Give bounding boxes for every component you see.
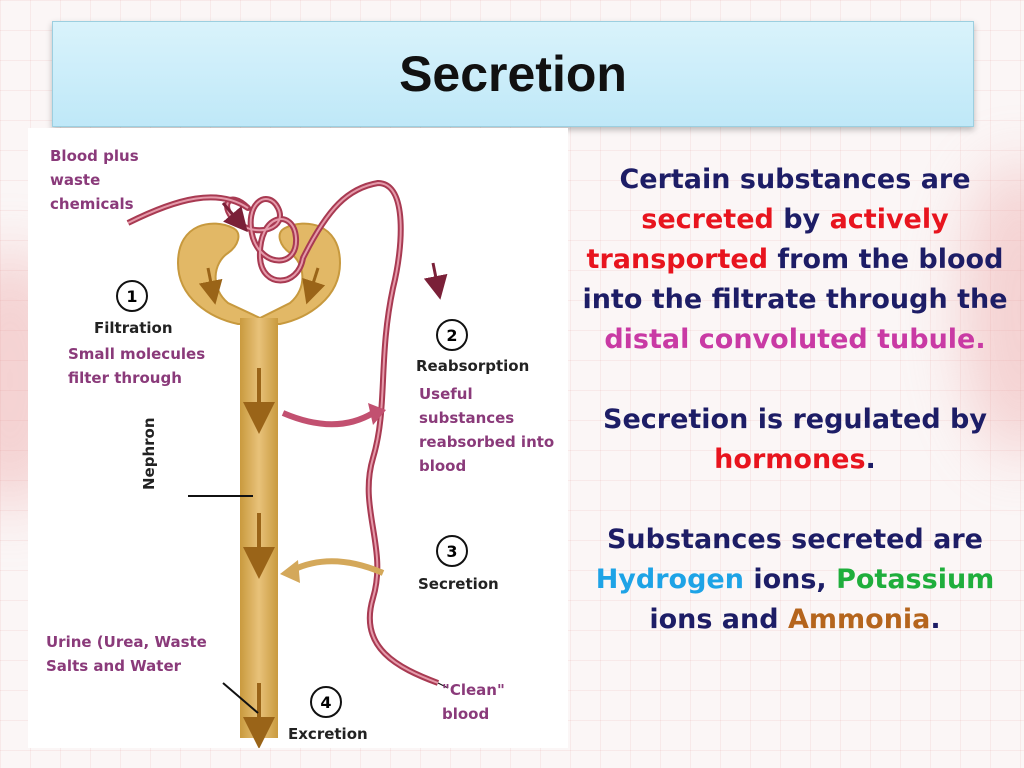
text-panel: Certain substances are secreted by activ… xyxy=(572,160,1018,680)
text-run: . xyxy=(865,444,876,475)
reabsorption-label: Reabsorption xyxy=(416,357,530,375)
highlight-hormones: hormones xyxy=(714,444,866,475)
excretion-label: Excretion xyxy=(288,725,368,743)
step2-circle: 2 xyxy=(436,319,468,351)
text-run: from the blood into the filtrate through… xyxy=(582,244,1008,315)
nephron-illustration xyxy=(126,179,449,748)
clean-blood-leader xyxy=(437,682,449,689)
highlight-distal-tubule: distal convoluted tubule. xyxy=(604,324,986,355)
paragraph-3: Substances secreted are Hydrogen ions, P… xyxy=(572,520,1018,640)
step3-circle: 3 xyxy=(436,535,468,567)
reabsorption-desc-line: Useful xyxy=(419,385,473,403)
blood-plus-waste-label: Blood plus waste chemicals xyxy=(50,144,139,216)
title-box: Secretion xyxy=(52,21,974,127)
urine-leader xyxy=(222,682,259,714)
text-run: Substances secreted are xyxy=(606,524,983,555)
reabsorption-desc-line: substances xyxy=(419,409,515,427)
paragraph-2: Secretion is regulated by hormones. xyxy=(572,400,1018,480)
filtration-arrow xyxy=(198,267,223,305)
clean-blood-label: "Clean" blood xyxy=(442,678,505,726)
filtration-label: Filtration xyxy=(94,319,173,337)
vessel-arrow xyxy=(423,262,448,300)
reabsorption-desc-line: reabsorbed into xyxy=(419,433,555,451)
filtration-arrow xyxy=(302,267,326,305)
secretion-label: Secretion xyxy=(418,575,499,593)
highlight-actively-transported: actively transported xyxy=(586,204,949,275)
reabsorption-arrow xyxy=(281,410,375,428)
reabsorption-desc-line: blood xyxy=(419,457,467,475)
nephron-diagram: Blood plus waste chemicals 1 Filtration … xyxy=(28,128,568,748)
highlight-potassium: Potassium xyxy=(836,564,995,595)
highlight-ammonia: Ammonia xyxy=(787,604,931,635)
blood-plus-waste-line: chemicals xyxy=(50,195,134,213)
text-run: Certain substances are xyxy=(619,164,971,195)
step4-circle: 4 xyxy=(310,686,342,718)
highlight-secreted: secreted xyxy=(641,204,774,235)
blood-plus-waste-line: Blood plus xyxy=(50,147,139,165)
secretion-arrow xyxy=(291,558,385,576)
text-run: Secretion is regulated by xyxy=(603,404,987,435)
filtration-desc: Small molecules filter through xyxy=(68,342,205,390)
text-run: by xyxy=(773,204,830,235)
vessel-arrow xyxy=(221,202,248,233)
highlight-hydrogen: Hydrogen xyxy=(595,564,744,595)
nephron-label: Nephron xyxy=(140,417,158,490)
text-run: . xyxy=(930,604,941,635)
text-run: ions, xyxy=(743,564,837,595)
text-run: ions and xyxy=(649,604,788,635)
slide-title: Secretion xyxy=(399,46,627,102)
paragraph-1: Certain substances are secreted by activ… xyxy=(572,160,1018,360)
filtration-desc-line: filter through xyxy=(68,369,182,387)
step1-circle: 1 xyxy=(116,280,148,312)
filtration-desc-line: Small molecules xyxy=(68,345,206,363)
urine-line: Urine (Urea, Waste xyxy=(46,633,207,651)
blood-plus-waste-line: waste xyxy=(50,171,101,189)
reabsorption-desc: Useful substances reabsorbed into blood xyxy=(419,382,554,478)
urine-line: Salts and Water xyxy=(46,657,182,675)
urine-label: Urine (Urea, Waste Salts and Water xyxy=(46,630,207,678)
clean-blood-line: "Clean" xyxy=(442,681,505,699)
clean-blood-line: blood xyxy=(442,705,490,723)
